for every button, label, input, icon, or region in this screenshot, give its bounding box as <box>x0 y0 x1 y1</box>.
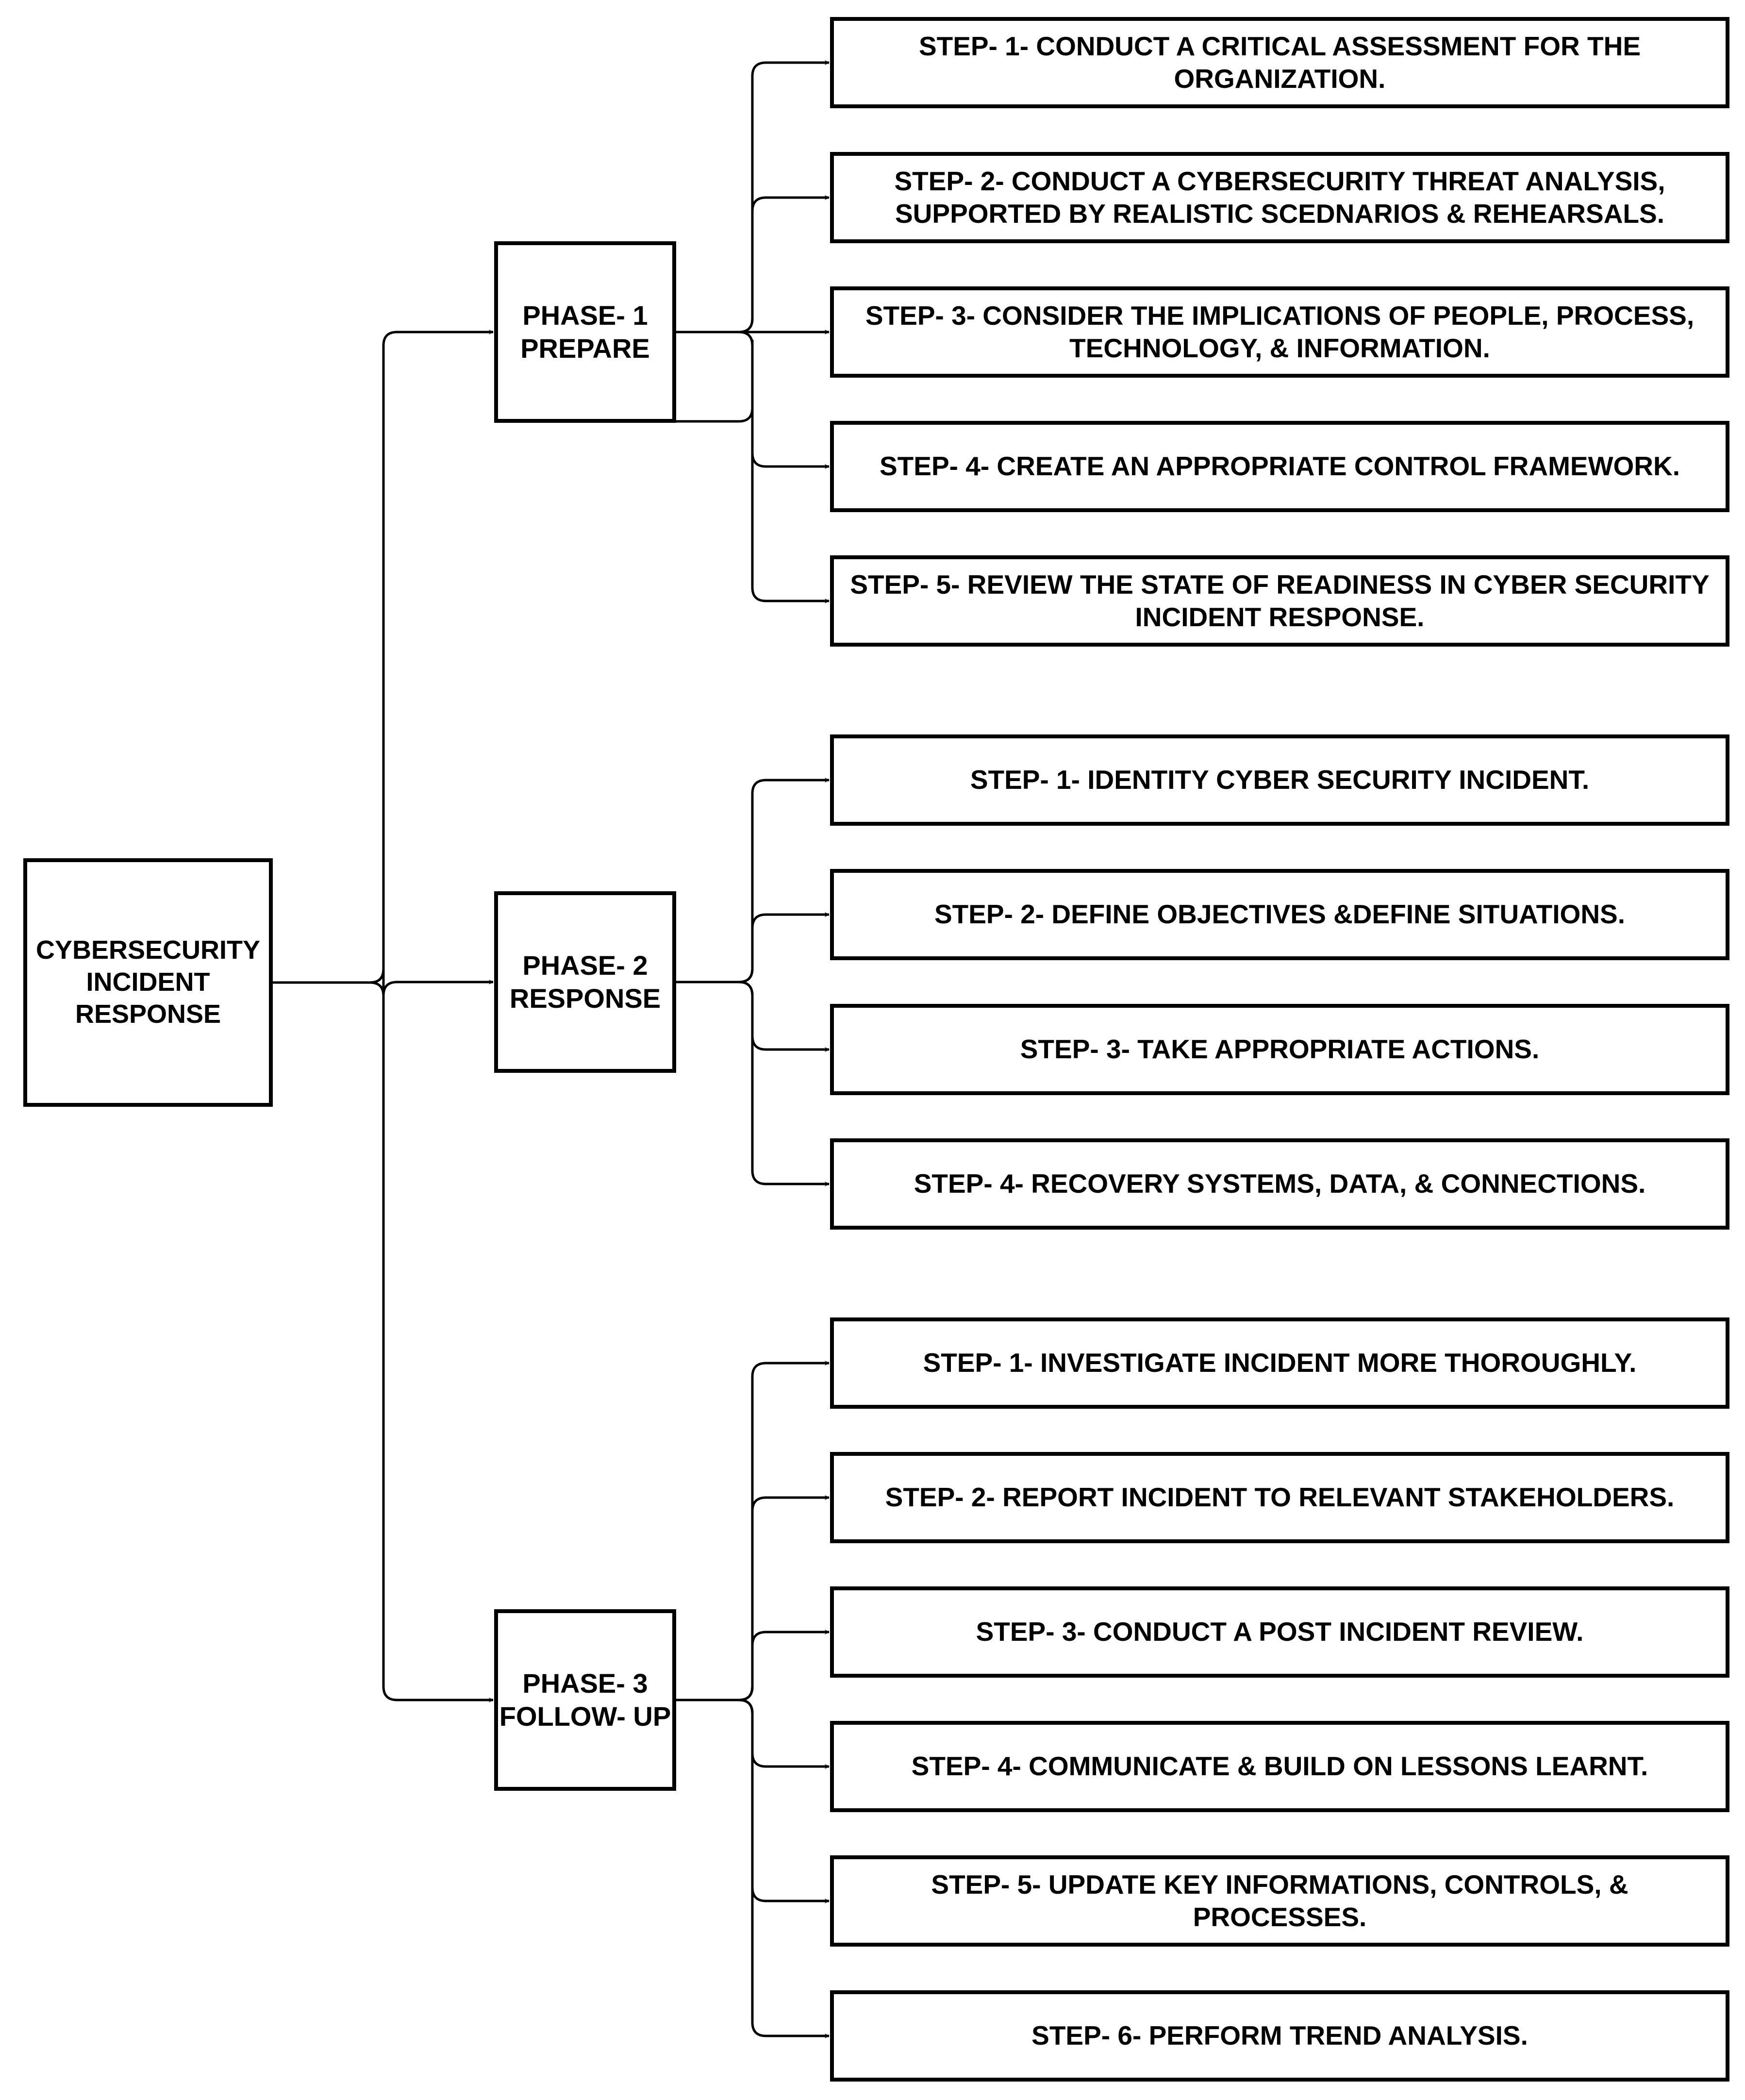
phase-1-step-4-node: STEP- 4- CREATE AN APPROPRIATE CONTROL F… <box>830 421 1729 512</box>
connector-phase-1-to-step-2 <box>676 195 830 333</box>
connector-root-to-phase-1 <box>273 330 494 984</box>
connector-phase-2-to-step-2 <box>676 912 830 983</box>
phase-3-step-3-node: STEP- 3- CONDUCT A POST INCIDENT REVIEW. <box>830 1586 1729 1678</box>
phase-1-step-3-node: STEP- 3- CONSIDER THE IMPLICATIONS OF PE… <box>830 286 1729 378</box>
phase-1-prepare-node: PHASE- 1 PREPARE <box>494 241 676 423</box>
phase-1-step-2-node: STEP- 2- CONDUCT A CYBERSECURITY THREAT … <box>830 152 1729 243</box>
connector-root-to-phase-3 <box>273 981 494 1702</box>
phase-2-step-4-node: STEP- 4- RECOVERY SYSTEMS, DATA, & CONNE… <box>830 1138 1729 1230</box>
connector-phase-3-to-step-6 <box>676 1699 830 2038</box>
phase-3-step-2-node: STEP- 2- REPORT INCIDENT TO RELEVANT STA… <box>830 1452 1729 1543</box>
connector-phase-1-bottom-loop <box>676 340 754 423</box>
connector-root-to-phase-2 <box>273 968 494 996</box>
root-node-cybersecurity-incident-response: CYBERSECURITY INCIDENT RESPONSE <box>23 858 273 1107</box>
phase-2-step-2-node: STEP- 2- DEFINE OBJECTIVES &DEFINE SITUA… <box>830 869 1729 960</box>
phase-1-step-1-node: STEP- 1- CONDUCT A CRITICAL ASSESSMENT F… <box>830 17 1729 108</box>
phase-3-step-6-node: STEP- 6- PERFORM TREND ANALYSIS. <box>830 1990 1729 2082</box>
connector-phase-3-to-step-3 <box>676 1630 830 1701</box>
phase-3-step-4-node: STEP- 4- COMMUNICATE & BUILD ON LESSONS … <box>830 1721 1729 1812</box>
phase-3-follow-up-node: PHASE- 3 FOLLOW- UP <box>494 1609 676 1791</box>
phase-3-step-1-node: STEP- 1- INVESTIGATE INCIDENT MORE THORO… <box>830 1317 1729 1409</box>
phase-3-step-5-node: STEP- 5- UPDATE KEY INFORMATIONS, CONTRO… <box>830 1855 1729 1947</box>
connector-phase-2-to-step-4 <box>676 981 830 1186</box>
phase-2-step-3-node: STEP- 3- TAKE APPROPRIATE ACTIONS. <box>830 1004 1729 1095</box>
phase-2-response-node: PHASE- 2 RESPONSE <box>494 891 676 1073</box>
connector-phase-1-to-step-5 <box>676 331 830 603</box>
phase-1-step-5-node: STEP- 5- REVIEW THE STATE OF READINESS I… <box>830 555 1729 647</box>
phase-2-step-1-node: STEP- 1- IDENTITY CYBER SECURITY INCIDEN… <box>830 734 1729 826</box>
